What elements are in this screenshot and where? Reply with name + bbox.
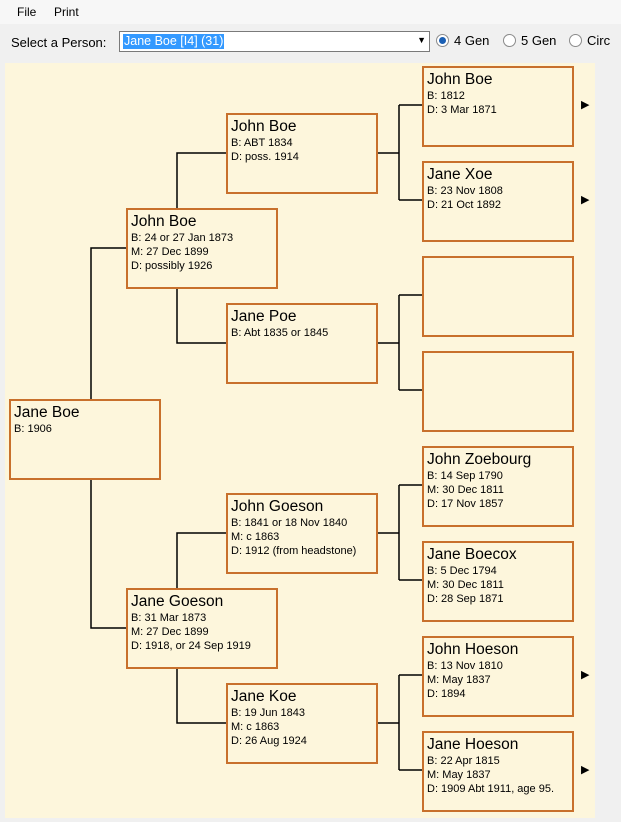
person-fact: B: 24 or 27 Jan 1873: [131, 232, 234, 244]
person-box-gen4-1[interactable]: John Boe B: 1812 D: 3 Mar 1871: [422, 66, 574, 147]
person-box-gen4-8[interactable]: Jane Hoeson B: 22 Apr 1815 M: May 1837 D…: [422, 731, 574, 812]
person-fact: B: 1906: [14, 423, 52, 435]
person-fact: B: 5 Dec 1794: [427, 565, 497, 577]
person-box-gen4-7[interactable]: John Hoeson B: 13 Nov 1810 M: May 1837 D…: [422, 636, 574, 717]
person-name: John Zoebourg: [427, 451, 532, 468]
person-fact: D: possibly 1926: [131, 260, 213, 272]
radio-4gen-label: 4 Gen: [454, 33, 490, 48]
person-box-gen4-5[interactable]: John Zoebourg B: 14 Sep 1790 M: 30 Dec 1…: [422, 446, 574, 527]
person-fact: D: 3 Mar 1871: [427, 104, 497, 116]
person-name: Jane Koe: [231, 688, 297, 705]
person-fact: B: Abt 1835 or 1845: [231, 327, 329, 339]
right-triangle-icon[interactable]: ▶: [581, 194, 590, 206]
radio-circ-button[interactable]: [569, 34, 582, 47]
radio-circ-label: Circ: [587, 33, 611, 48]
person-name: Jane Poe: [231, 308, 297, 325]
person-name: John Goeson: [231, 498, 324, 515]
person-fact: M: 27 Dec 1899: [131, 626, 209, 638]
radio-5gen-label: 5 Gen: [521, 33, 557, 48]
person-box-paternal-grandfather[interactable]: John Boe B: ABT 1834 D: poss. 1914: [226, 113, 378, 194]
person-fact: M: 27 Dec 1899: [131, 246, 209, 258]
person-name: Jane Hoeson: [427, 736, 519, 753]
person-fact: B: 22 Apr 1815: [427, 755, 500, 767]
person-fact: M: c 1863: [231, 721, 280, 733]
person-fact: B: 1812: [427, 90, 465, 102]
person-name: Jane Goeson: [131, 593, 224, 610]
person-fact: B: ABT 1834: [231, 137, 293, 149]
person-fact: D: 1909 Abt 1911, age 95.: [427, 783, 555, 795]
person-fact: M: c 1863: [231, 531, 280, 543]
person-fact: M: May 1837: [427, 674, 491, 686]
menu-file[interactable]: File: [17, 5, 37, 19]
right-triangle-icon[interactable]: ▶: [581, 99, 590, 111]
person-name: John Boe: [231, 118, 297, 135]
person-fact: B: 31 Mar 1873: [131, 612, 207, 624]
person-box-maternal-grandfather[interactable]: John Goeson B: 1841 or 18 Nov 1840 M: c …: [226, 493, 378, 574]
person-fact: D: 26 Aug 1924: [231, 735, 307, 747]
person-fact: B: 19 Jun 1843: [231, 707, 306, 719]
person-fact: D: 1918, or 24 Sep 1919: [131, 640, 251, 652]
menu-print[interactable]: Print: [54, 5, 79, 19]
person-fact: B: 13 Nov 1810: [427, 660, 503, 672]
chevron-down-icon[interactable]: ▼: [417, 35, 426, 45]
person-name: Jane Boe: [14, 404, 80, 421]
right-triangle-icon[interactable]: ▶: [581, 669, 590, 681]
person-select[interactable]: Jane Boe [I4] (31) ▼: [119, 31, 430, 52]
person-box-gen4-4-empty[interactable]: [422, 351, 574, 432]
person-fact: D: 1912 (from headstone): [231, 545, 357, 557]
person-select-value: Jane Boe [I4] (31): [123, 34, 225, 49]
radio-5gen-button[interactable]: [503, 34, 516, 47]
person-name: John Hoeson: [427, 641, 519, 658]
person-box-maternal-grandmother[interactable]: Jane Koe B: 19 Jun 1843 M: c 1863 D: 26 …: [226, 683, 378, 764]
person-fact: D: 28 Sep 1871: [427, 593, 504, 605]
connector-lines: [90, 104, 423, 771]
person-box-father[interactable]: John Boe B: 24 or 27 Jan 1873 M: 27 Dec …: [126, 208, 278, 289]
radio-4gen-button[interactable]: [436, 34, 449, 47]
person-fact: M: 30 Dec 1811: [427, 579, 504, 591]
person-name: John Boe: [427, 71, 493, 88]
person-box-paternal-grandmother[interactable]: Jane Poe B: Abt 1835 or 1845: [226, 303, 378, 384]
menu-bar: File Print: [0, 0, 621, 24]
person-fact: M: May 1837: [427, 769, 491, 781]
person-box-mother[interactable]: Jane Goeson B: 31 Mar 1873 M: 27 Dec 189…: [126, 588, 278, 669]
person-fact: B: 23 Nov 1808: [427, 185, 503, 197]
person-name: John Boe: [131, 213, 197, 230]
person-fact: D: 1894: [427, 688, 466, 700]
person-fact: D: poss. 1914: [231, 151, 299, 163]
person-box-gen4-2[interactable]: Jane Xoe B: 23 Nov 1808 D: 21 Oct 1892: [422, 161, 574, 242]
right-triangle-icon[interactable]: ▶: [581, 764, 590, 776]
person-name: Jane Xoe: [427, 166, 493, 183]
person-box-root[interactable]: Jane Boe B: 1906: [9, 399, 161, 480]
person-fact: B: 1841 or 18 Nov 1840: [231, 517, 348, 529]
person-fact: D: 21 Oct 1892: [427, 199, 501, 211]
person-fact: B: 14 Sep 1790: [427, 470, 503, 482]
person-box-gen4-3-empty[interactable]: [422, 256, 574, 337]
person-fact: D: 17 Nov 1857: [427, 498, 504, 510]
person-box-gen4-6[interactable]: Jane Boecox B: 5 Dec 1794 M: 30 Dec 1811…: [422, 541, 574, 622]
person-fact: M: 30 Dec 1811: [427, 484, 504, 496]
pedigree-chart: Jane Boe B: 1906 John Boe B: 24 or 27 Ja…: [5, 63, 595, 818]
person-name: Jane Boecox: [427, 546, 517, 563]
select-person-label: Select a Person:: [11, 35, 107, 50]
